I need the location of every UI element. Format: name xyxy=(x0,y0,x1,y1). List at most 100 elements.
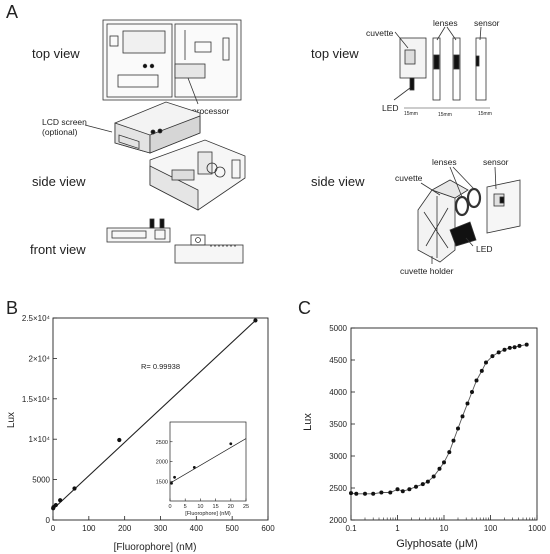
chart-b-x-tick-label: 600 xyxy=(261,524,275,533)
chart-b-point xyxy=(72,486,77,491)
chart-b-inset-point xyxy=(229,442,233,446)
chart-b-point xyxy=(253,318,258,323)
top-lenses-label: lenses xyxy=(433,18,458,28)
chart-c-point xyxy=(362,491,367,496)
chart-b-annotation: R= 0.99938 xyxy=(141,362,180,371)
chart-b-inset-point xyxy=(173,475,176,479)
lcd-screen-label: LCD screen (optional) xyxy=(42,117,87,137)
chart-b-point xyxy=(117,437,122,443)
chart-c-point xyxy=(442,460,446,465)
side-led-label: LED xyxy=(476,244,493,254)
left-front-view-label: front view xyxy=(30,242,86,257)
chart-c-point xyxy=(431,474,436,479)
chart-c-point xyxy=(460,414,465,419)
panel-a-drawings xyxy=(84,19,521,264)
chart-b-point xyxy=(58,498,63,503)
chart-c-fit-curve xyxy=(350,344,527,495)
chart-b-inset-x-tick-label: 0 xyxy=(168,504,171,510)
chart-c-point xyxy=(420,482,425,487)
chart-c-point xyxy=(483,360,488,365)
processor-label: processor xyxy=(192,106,230,116)
optics-side-schematic xyxy=(417,179,521,263)
chart-c-y-tick-label: 2500 xyxy=(329,484,347,493)
chart-c-point xyxy=(349,491,353,496)
top-cuvette-label: cuvette xyxy=(366,28,394,38)
chart-c-point xyxy=(371,491,376,496)
chart-c-x-tick-label: 1000 xyxy=(528,524,546,533)
chart-b-inset-y-tick-label: 2500 xyxy=(156,440,168,446)
dim-3-label: 15mm xyxy=(478,111,492,117)
chart-b-inset-fit-line xyxy=(169,438,247,484)
chart-c-y-tick-label: 3500 xyxy=(329,420,347,429)
side-sensor-label: sensor xyxy=(483,157,509,167)
chart-b-x-tick-label: 400 xyxy=(190,524,204,533)
side-lenses-label: lenses xyxy=(432,157,457,167)
chart-c-point xyxy=(437,466,442,471)
chart-b-y-tick-label: 2.5×10⁴ xyxy=(22,314,51,323)
panel-c-letter: C xyxy=(298,298,311,318)
chart-b-inset-point xyxy=(192,466,196,469)
chart-b-y-tick-label: 2×10⁴ xyxy=(29,354,51,363)
chart-c-point xyxy=(490,354,495,359)
panel-a-letter: A xyxy=(6,2,19,22)
right-side-view-label: side view xyxy=(311,174,365,189)
chart-c-x-tick-label: 10 xyxy=(440,524,449,533)
chart-b-x-tick-label: 500 xyxy=(225,524,239,533)
chart-c-point xyxy=(395,487,400,492)
top-led-label: LED xyxy=(382,103,399,113)
chart-b-inset-x-tick-label: 25 xyxy=(243,504,249,510)
chart-b-fit-line xyxy=(52,320,256,510)
chart-c-point xyxy=(455,426,460,431)
chart-c-point xyxy=(507,345,512,350)
chart-c-point xyxy=(474,378,479,383)
chart-c-y-tick-label: 5000 xyxy=(329,324,347,333)
chart-b-inset-x-tick-label: 20 xyxy=(228,504,234,510)
chart-c-point xyxy=(524,342,529,347)
chart-c-point xyxy=(465,401,470,406)
chart-c-x-tick-label: 1 xyxy=(395,524,400,533)
chart-c-point xyxy=(400,489,405,494)
chart-b-y-tick-label: 0 xyxy=(46,516,51,525)
chart-c-x-tick-label: 100 xyxy=(484,524,498,533)
chart-b-inset-y-tick-label: 2000 xyxy=(156,460,168,466)
chart-c-x-tick-label: 0.1 xyxy=(345,524,357,533)
chart-c-y-tick-label: 4500 xyxy=(329,356,347,365)
chart-b-inset-x-tick-label: 10 xyxy=(197,504,203,510)
chart-b-x-tick-label: 0 xyxy=(51,524,56,533)
left-top-view-label: top view xyxy=(32,46,80,61)
chart-b-y-tick-label: 1×10⁴ xyxy=(29,435,51,444)
chart-b-y-tick-label: 5000 xyxy=(32,476,50,485)
chart-c-point xyxy=(425,479,430,484)
chart-c-y-axis-label: Lux xyxy=(302,413,314,431)
chart-b-x-tick-label: 300 xyxy=(154,524,168,533)
dim-2-label: 15mm xyxy=(438,112,452,118)
left-side-view-label: side view xyxy=(32,174,86,189)
chart-c-point xyxy=(407,487,412,492)
front-view-device xyxy=(106,218,244,264)
chart-b-inset-x-tick-label: 15 xyxy=(213,504,219,510)
cuvette-holder-label: cuvette holder xyxy=(400,266,454,276)
chart-c-point xyxy=(469,390,474,394)
right-top-view-label: top view xyxy=(311,46,359,61)
chart-b-x-tick-label: 200 xyxy=(118,524,132,533)
chart-c-point xyxy=(502,347,507,352)
side-view-device xyxy=(114,101,246,211)
chart-c-point xyxy=(388,490,393,495)
chart-b-inset-x-label: [Fluorophore] (nM) xyxy=(185,511,231,517)
chart-b-inset-point xyxy=(170,481,173,485)
chart-b-inset-x-tick-label: 5 xyxy=(184,504,187,510)
chart-c-point xyxy=(354,491,359,496)
chart-c-point xyxy=(447,450,452,455)
dim-1-label: 15mm xyxy=(404,111,418,117)
chart-c-point xyxy=(414,484,419,489)
chart-b-point xyxy=(53,502,58,508)
chart-c-x-axis-label: Glyphosate (μM) xyxy=(396,538,478,550)
chart-b-y-axis-label: Lux xyxy=(6,412,17,428)
chart-c-point xyxy=(496,350,501,355)
chart-c-point xyxy=(517,343,522,348)
chart-c-point xyxy=(451,438,456,443)
chart-b-y-tick-label: 1.5×10⁴ xyxy=(22,395,51,404)
chart-c-point xyxy=(512,345,517,350)
